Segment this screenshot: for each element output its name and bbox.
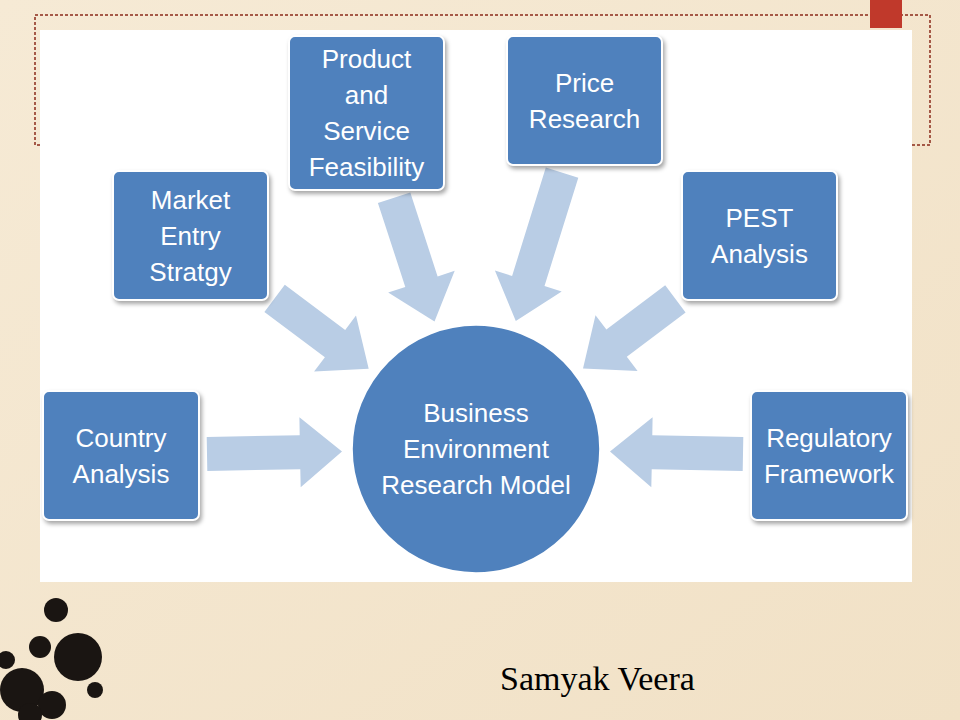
factor-box: Market Entry Stratgy <box>112 170 269 301</box>
node-text: Market Entry Stratgy <box>124 182 257 290</box>
red-tab <box>870 0 902 28</box>
node-text: Business Environment Research Model <box>379 395 573 503</box>
factor-box: PEST Analysis <box>681 170 838 301</box>
node-text: Price Research <box>518 65 651 137</box>
node-text: Product and Service Feasibility <box>300 41 433 185</box>
central-circle: Business Environment Research Model <box>349 322 603 576</box>
author-credit: Samyak Veera <box>500 660 695 698</box>
block-arrow <box>264 285 368 372</box>
block-arrow <box>583 285 686 371</box>
node-text: Country Analysis <box>54 420 188 492</box>
circle-shape <box>352 325 601 574</box>
white-panel <box>40 30 912 582</box>
factor-box: Product and Service Feasibility <box>288 35 445 191</box>
block-arrow <box>610 417 743 487</box>
factor-box: Price Research <box>506 35 663 166</box>
node-text: PEST Analysis <box>693 200 826 272</box>
block-arrow <box>495 168 578 322</box>
factor-box: Regulatory Framework <box>750 390 908 521</box>
block-arrow <box>207 417 342 487</box>
factor-box: Country Analysis <box>42 390 200 521</box>
ink-blots <box>0 598 103 720</box>
block-arrow <box>378 192 455 321</box>
node-text: Regulatory Framework <box>762 420 896 492</box>
